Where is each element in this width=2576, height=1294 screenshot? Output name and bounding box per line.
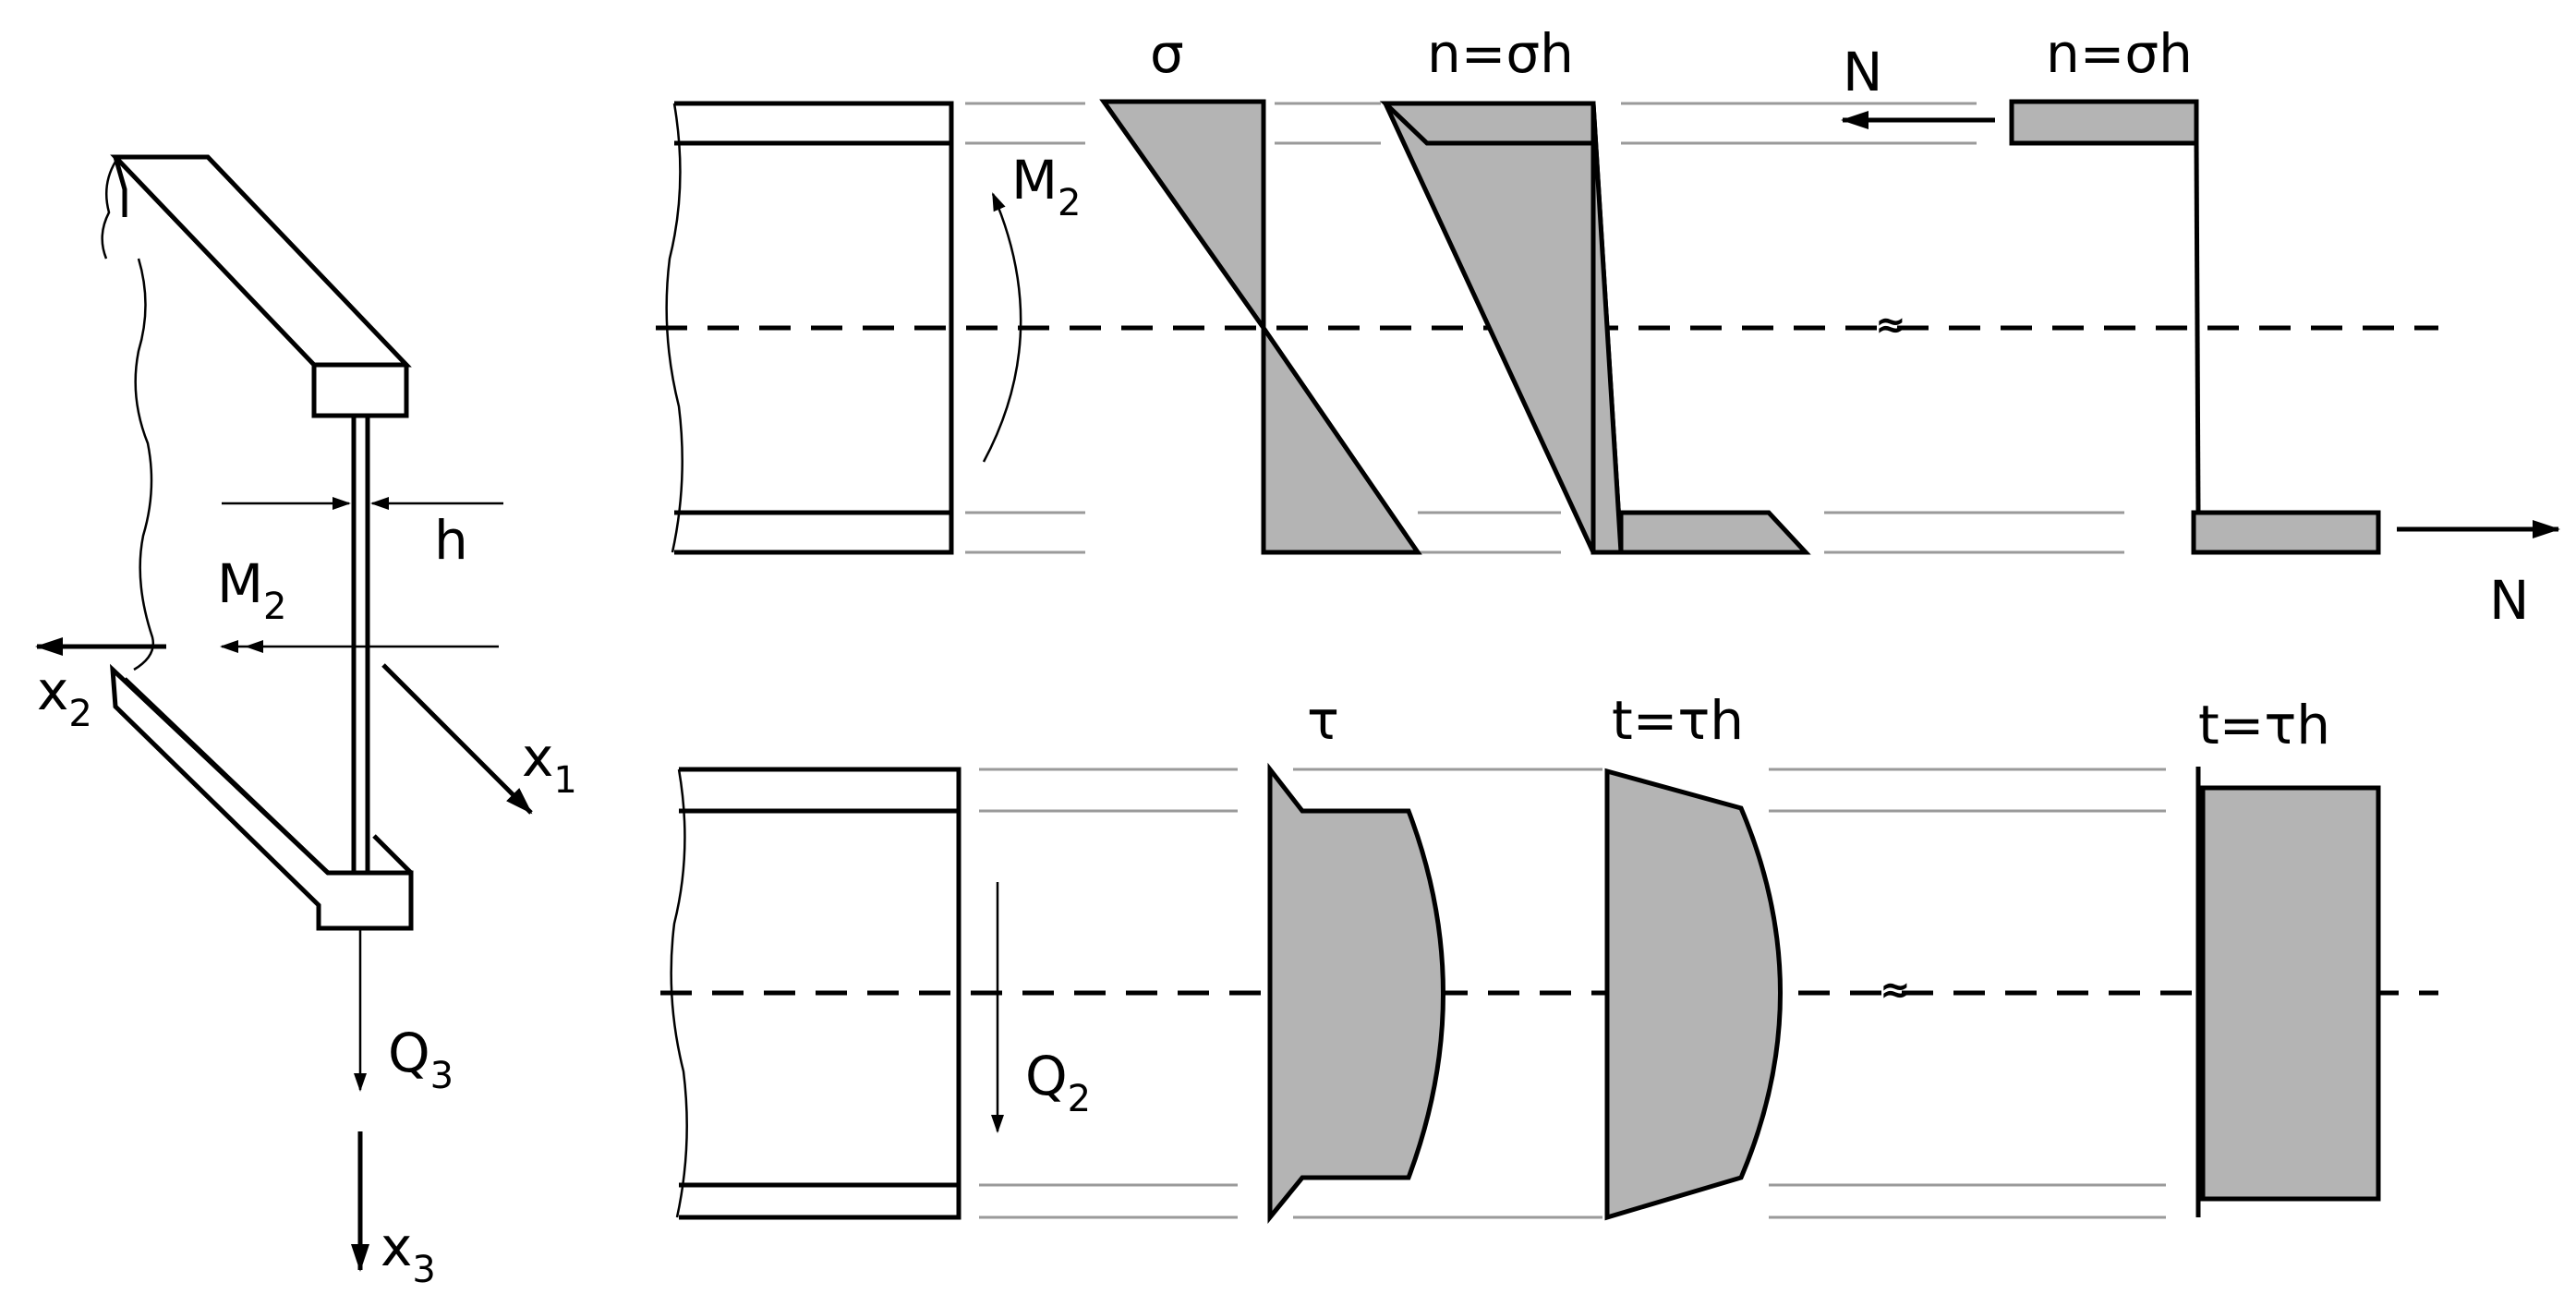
web	[351, 416, 370, 873]
top-flange	[101, 154, 412, 418]
n-label-2: n=σh	[2046, 22, 2193, 85]
moment-m2-label: M2	[1011, 149, 1082, 224]
moment-vector-m2	[220, 640, 499, 653]
n-label-1: n=σh	[1427, 22, 1574, 85]
bottom-flange	[110, 663, 414, 931]
bending-moment-arrow	[982, 192, 1022, 463]
shear-approx-symbol: ≈	[1880, 969, 1911, 1011]
bending-approx-symbol: ≈	[1875, 304, 1906, 346]
t-distribution	[1604, 768, 1783, 1221]
sigma-distribution	[1099, 99, 1422, 555]
h-label: h	[434, 509, 468, 572]
n-bottom-label: N	[2489, 569, 2529, 632]
shear-panel: Q2 τ t=τh t=τh ≈	[660, 689, 2438, 1225]
n-top-label: N	[1843, 41, 1882, 103]
sigma-label: σ	[1150, 22, 1184, 85]
shear-guides	[979, 768, 2166, 1219]
beam-m2-label: M2	[217, 552, 287, 628]
tau-distribution	[1267, 762, 1445, 1225]
i-beam-sketch: h M2 x2 x1 Q3 x3	[35, 154, 577, 1291]
t-resultant	[2195, 767, 2381, 1217]
bending-guides	[965, 102, 2124, 554]
cut-edge	[133, 258, 155, 671]
x1-label: x1	[522, 726, 577, 802]
n-resultant	[2009, 99, 2381, 555]
t-label-1: t=τh	[1612, 689, 1744, 752]
tau-label: τ	[1307, 689, 1339, 752]
beam-q3-label: Q3	[388, 1022, 454, 1097]
n-distribution	[1379, 101, 1811, 555]
x3-label: x3	[381, 1215, 436, 1291]
x1-axis	[381, 663, 533, 815]
bending-panel: M2 σ n=σh n=σh N N ≈	[656, 22, 2560, 632]
x2-label: x2	[37, 659, 92, 735]
shear-q2-label: Q2	[1025, 1045, 1091, 1120]
t-label-2: t=τh	[2198, 694, 2330, 756]
